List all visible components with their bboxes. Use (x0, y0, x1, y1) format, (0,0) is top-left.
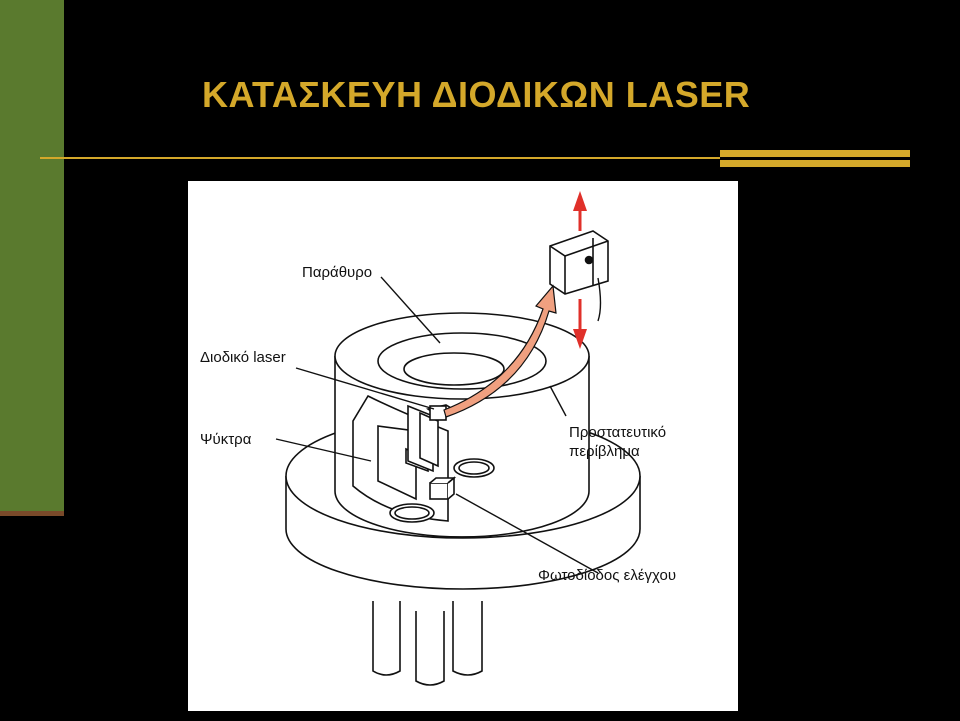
slide-title: ΚΑΤΑΣΚΕΥΗ ΔΙΟΔΙΚΩΝ LASER (202, 74, 751, 115)
title-rule-thin (40, 157, 720, 159)
leader-photodiode (455, 493, 599, 574)
label-window: Παράθυρο (302, 264, 373, 281)
leader-laser (295, 367, 435, 410)
label-laser-diode: Διοδικό laser (200, 349, 286, 366)
label-protective-case-line1: Προστατευτικό (569, 424, 667, 441)
laser-diode-figure: Παράθυρο Διοδικό laser Ψύκτρα Προστατευτ… (188, 181, 738, 711)
detector-wire (597, 277, 602, 322)
side-bar-edge (0, 511, 64, 516)
title-rule-thick-bottom (720, 160, 910, 167)
detector-box (549, 230, 609, 295)
leader-heatsink (275, 438, 372, 462)
photodiode-chip (429, 476, 457, 500)
label-photodiode: Φωτοδίοδος ελέγχου (538, 567, 677, 584)
label-heat-sink: Ψύκτρα (200, 431, 252, 448)
laser-diode-drawing (275, 191, 641, 686)
leader-window (380, 276, 441, 344)
lead-pins (372, 601, 483, 686)
heat-sink-block (419, 404, 459, 468)
intensity-arrows (573, 191, 587, 349)
label-protective-case-line2: περίβλημα (569, 443, 640, 460)
leader-case (549, 385, 567, 417)
title-rule-thick-top (720, 150, 910, 157)
green-side-bar (0, 0, 64, 516)
laser-beam (443, 284, 557, 418)
